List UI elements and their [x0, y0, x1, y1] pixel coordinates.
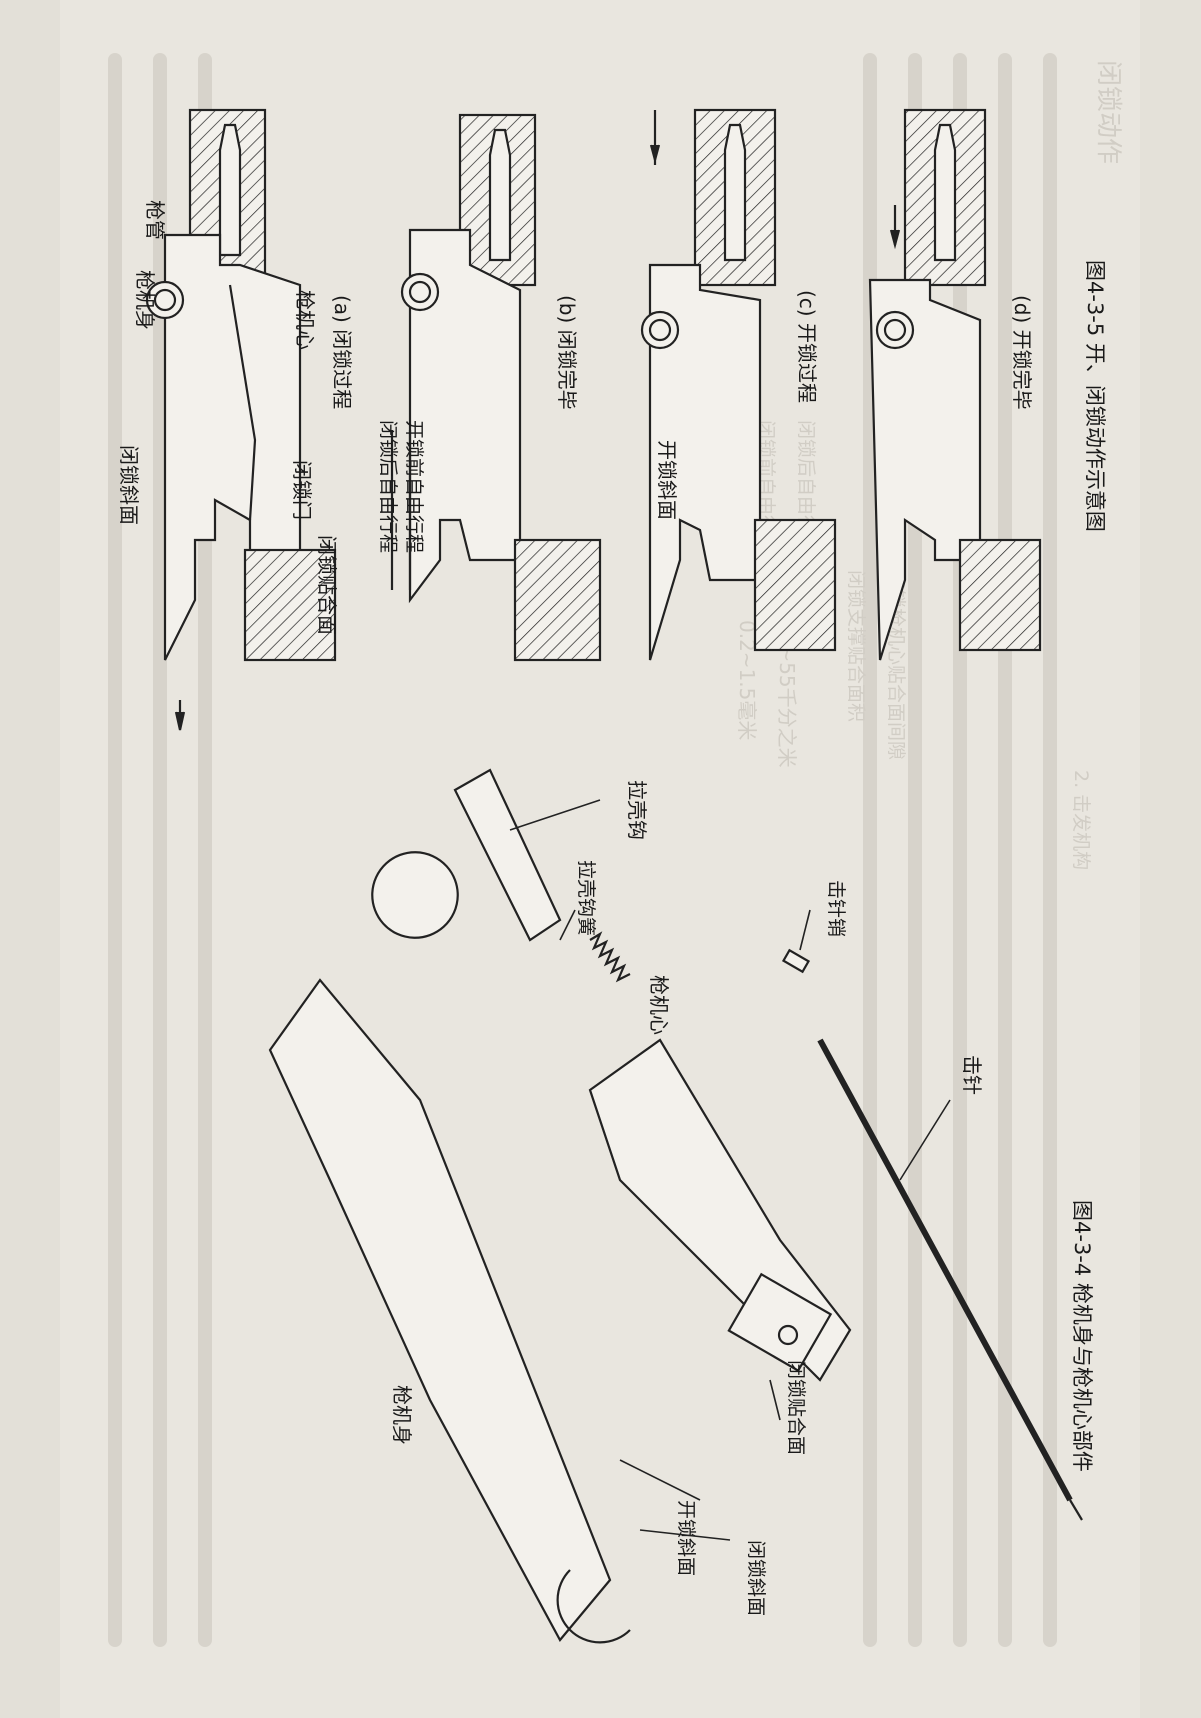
figure-4-3-4: [268, 768, 1083, 1644]
label-bolt-carrier: 枪机身: [133, 270, 157, 330]
label-rear-free-travel: 闭锁后自由行程: [377, 420, 399, 553]
label-bolt-part: 枪机心: [647, 975, 671, 1035]
panel-c-diagram: [640, 108, 837, 661]
tag-panel-d: (d) 开锁完毕: [1010, 295, 1034, 410]
ghost-subsection: 2. 击发机构: [1070, 770, 1092, 870]
panel-b-diagram: [390, 113, 602, 662]
label-bolt-carrier-part: 枪机身: [390, 1385, 414, 1445]
figure-4-3-5: 枪管 枪机身 枪机心 (a) 闭锁过程 闭锁斜面 闭锁门 闭锁贴合面 闭锁后自由…: [117, 108, 1107, 731]
label-locking-face-part: 闭锁贴合面: [785, 1360, 807, 1455]
label-extractor: 拉壳钩: [625, 780, 649, 840]
panel-a-diagram: [145, 108, 337, 731]
label-locking-ramp-part: 闭锁斜面: [745, 1540, 767, 1616]
ghost-heading: 闭锁动作: [1093, 60, 1123, 164]
label-locking-ramp-a: 闭锁斜面: [117, 445, 141, 525]
label-firing-pin-pin: 击针销: [825, 880, 847, 937]
firing-pin-pin-part: [781, 948, 811, 974]
ghost-list-3: 闭锁支撑贴合面积: [845, 570, 867, 722]
label-firing-pin: 击针: [960, 1055, 984, 1095]
label-unlocking-ramp-part: 开锁斜面: [675, 1500, 697, 1576]
extractor-spring-part: [589, 931, 631, 983]
extractor-part: [453, 768, 562, 942]
firing-pin-part: [817, 1038, 1073, 1502]
label-unlocking-ramp-c: 开锁斜面: [655, 440, 679, 520]
leader-lines: [509, 799, 951, 1541]
label-front-free-travel: 开锁前自由行程: [403, 420, 425, 553]
label-extractor-spring: 拉壳钩簧: [575, 860, 597, 936]
caption-figure-4-3-5: 图4-3-5 开、闭锁动作示意图: [1083, 260, 1107, 532]
label-locking-lug: 闭锁门: [290, 460, 314, 520]
label-barrel: 枪管: [143, 200, 167, 240]
bolt-carrier-part: [268, 978, 612, 1642]
caption-figure-4-3-4: 图4-3-4 枪机身与枪机心部件: [1070, 1200, 1094, 1472]
tag-panel-b: (b) 闭锁完毕: [555, 295, 579, 410]
panel-d-diagram: [868, 108, 1042, 661]
label-locking-face-a: 闭锁贴合面: [315, 535, 339, 635]
label-bolt: 枪机心: [293, 290, 317, 350]
tag-panel-a: (a) 闭锁过程: [330, 295, 354, 409]
tag-panel-c: (c) 开锁过程: [795, 290, 819, 403]
